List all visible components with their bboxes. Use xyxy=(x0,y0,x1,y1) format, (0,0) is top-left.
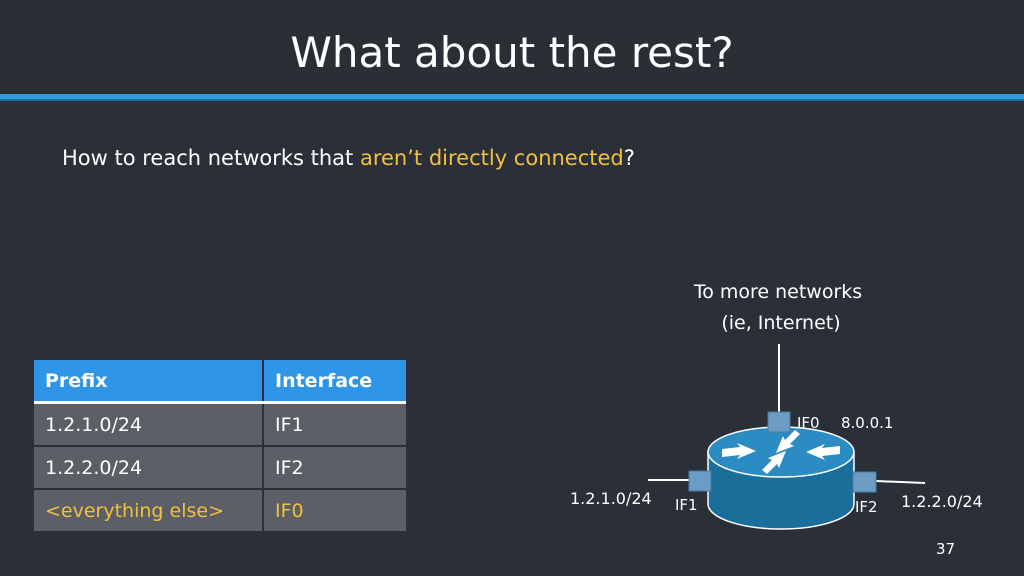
question-suffix: ? xyxy=(623,146,635,170)
router-icon xyxy=(707,426,855,530)
if2-network: 1.2.2.0/24 xyxy=(901,492,983,511)
title-divider xyxy=(0,94,1024,99)
cell-interface: IF0 xyxy=(263,488,406,531)
question-prefix: How to reach networks that xyxy=(62,146,360,170)
page-number: 37 xyxy=(936,540,956,558)
cell-prefix: 1.2.2.0/24 xyxy=(34,445,264,489)
cell-interface: IF1 xyxy=(263,401,406,446)
if1-label: IF1 xyxy=(675,496,698,514)
header-interface: Interface xyxy=(263,360,406,404)
title-bar xyxy=(0,0,1024,94)
cell-prefix: 1.2.1.0/24 xyxy=(34,401,264,446)
table-row: 1.2.2.0/24 IF2 xyxy=(34,445,406,489)
if2-label: IF2 xyxy=(855,498,878,516)
cell-interface: IF2 xyxy=(263,445,406,489)
if1-network: 1.2.1.0/24 xyxy=(570,489,652,508)
forwarding-table: Prefix Interface 1.2.1.0/24 IF1 1.2.2.0/… xyxy=(34,360,406,531)
slide-title: What about the rest? xyxy=(290,28,734,77)
cell-prefix: <everything else> xyxy=(34,488,264,531)
if2-link-line xyxy=(875,480,926,484)
table-row: 1.2.1.0/24 IF1 xyxy=(34,401,406,446)
title-divider-shadow xyxy=(0,99,1024,101)
if0-port xyxy=(767,411,791,433)
header-prefix: Prefix xyxy=(34,360,264,404)
if1-port xyxy=(688,470,712,492)
if0-address: 8.0.0.1 xyxy=(841,414,893,432)
question-text: How to reach networks that aren’t direct… xyxy=(62,146,635,170)
table-header-row: Prefix Interface xyxy=(34,360,406,404)
table-row-default: <everything else> IF0 xyxy=(34,488,406,531)
question-highlight: aren’t directly connected xyxy=(359,146,624,170)
upstream-label-line2: (ie, Internet) xyxy=(721,312,840,334)
if0-label: IF0 xyxy=(797,414,820,432)
if2-port xyxy=(852,471,877,493)
upstream-label-line1: To more networks xyxy=(693,281,862,303)
